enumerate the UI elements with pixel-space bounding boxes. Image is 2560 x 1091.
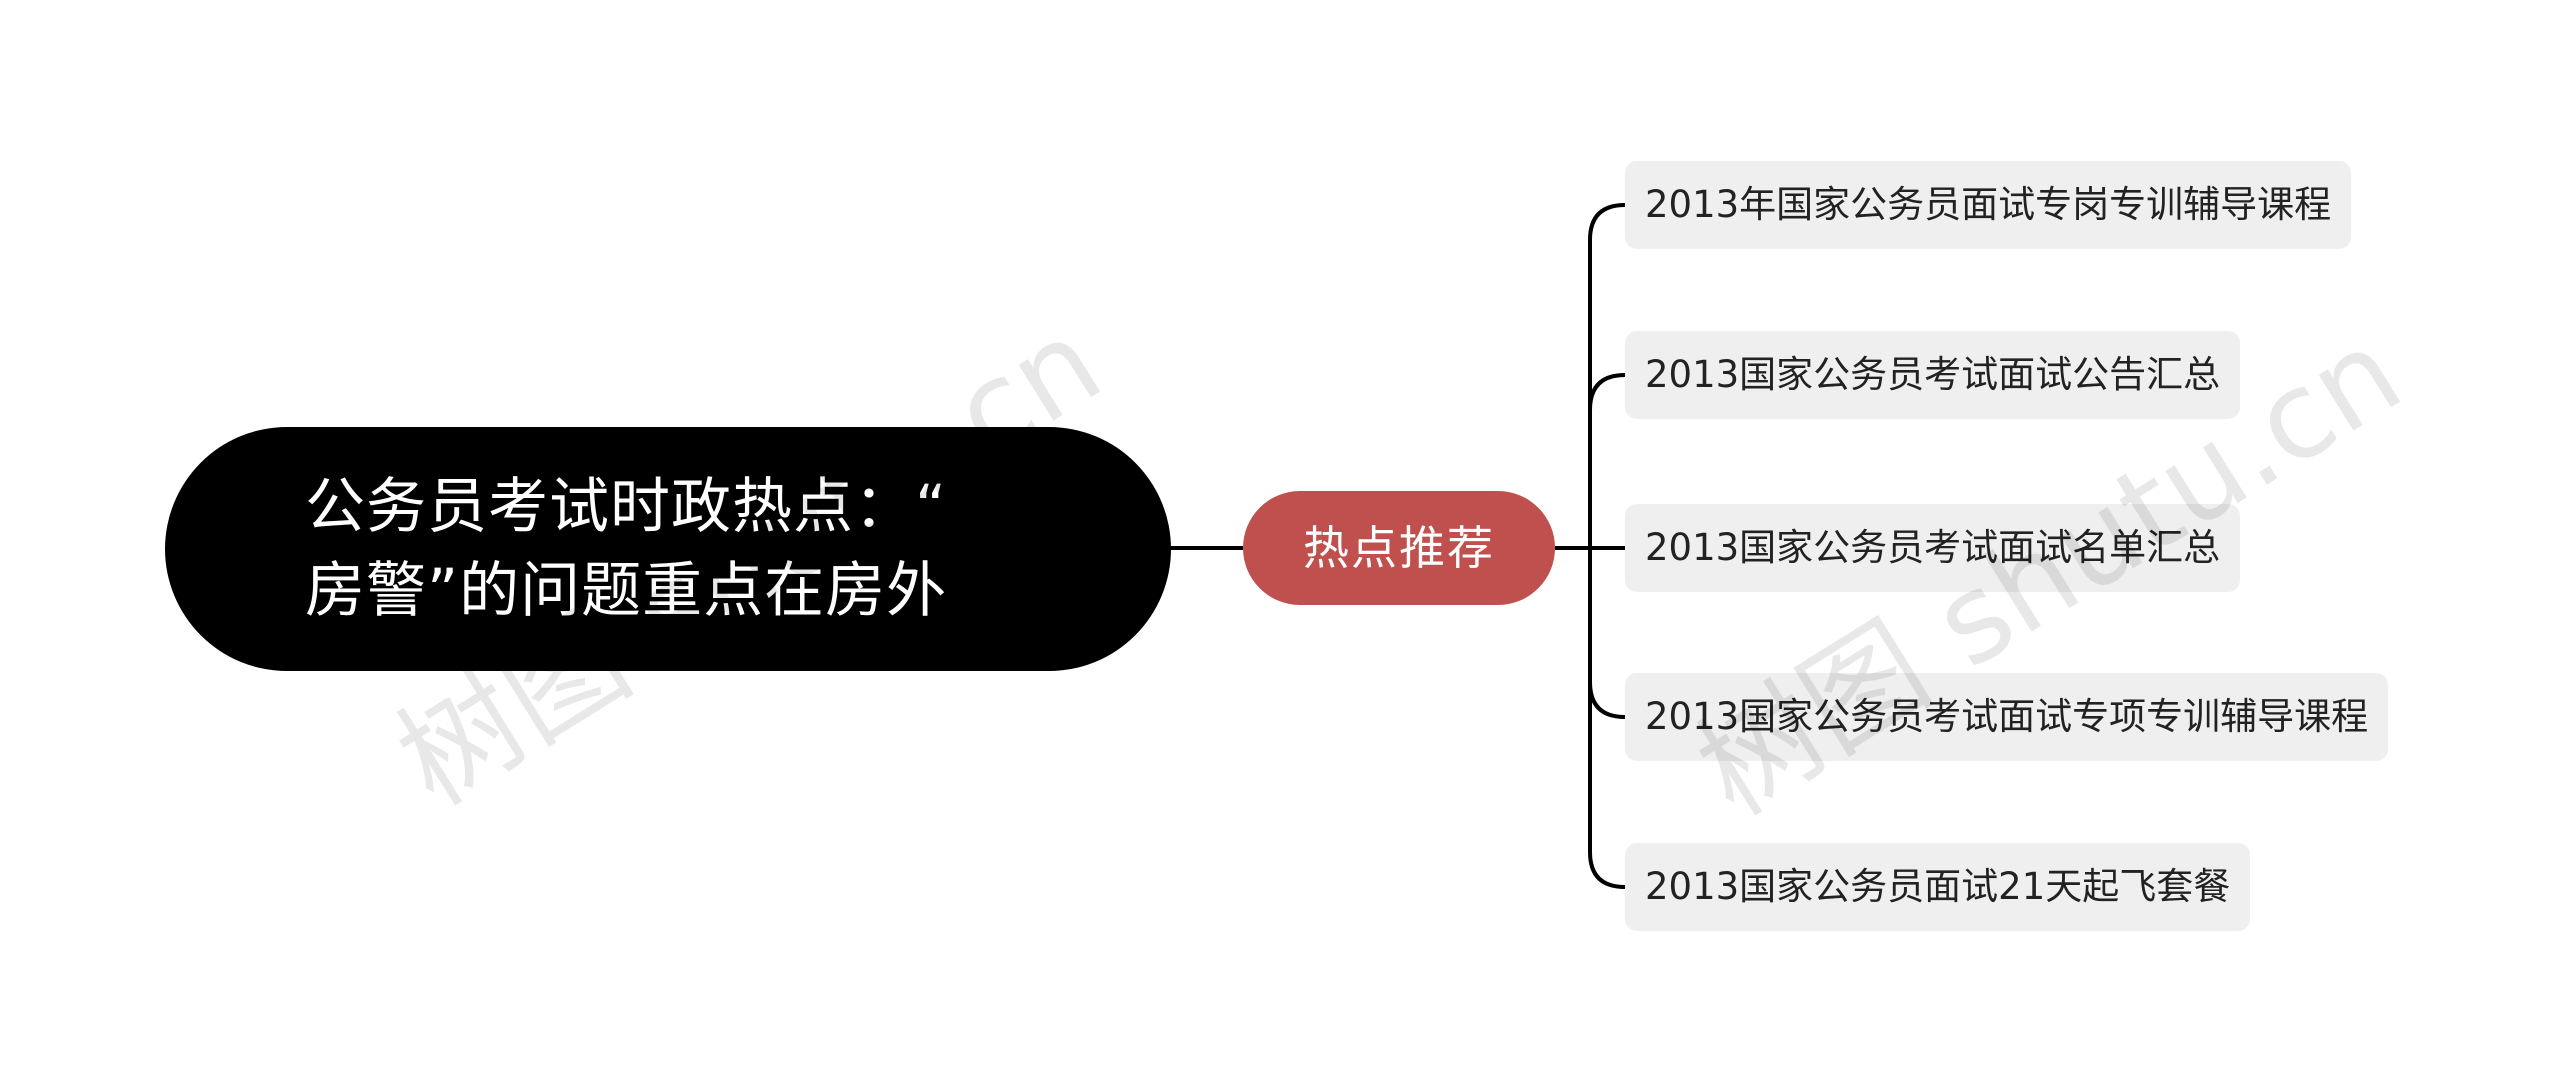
leaf-connector-5 (1588, 548, 1626, 889)
root-topic-node[interactable]: 公务员考试时政热点：“ 房警”的问题重点在房外 (165, 427, 1171, 671)
leaf-connector-1 (1588, 203, 1626, 548)
leaf-node-1[interactable]: 2013年国家公务员面试专岗专训辅导课程 (1625, 161, 2352, 249)
leaf-node-4[interactable]: 2013国家公务员考试面试专项专训辅导课程 (1625, 673, 2389, 761)
leaf-node-3[interactable]: 2013国家公务员考试面试名单汇总 (1625, 504, 2241, 592)
leaf-connector-4 (1588, 548, 1626, 719)
root-topic-line-1: 公务员考试时政热点：“ (305, 472, 948, 542)
branch-node-hot-recommend[interactable]: 热点推荐 (1243, 491, 1555, 605)
leaf-node-5[interactable]: 2013国家公务员面试21天起飞套餐 (1625, 843, 2251, 931)
root-topic-line-2: 房警”的问题重点在房外 (305, 556, 948, 626)
leaf-node-2[interactable]: 2013国家公务员考试面试公告汇总 (1625, 331, 2241, 419)
leaf-connector-2 (1588, 373, 1626, 548)
